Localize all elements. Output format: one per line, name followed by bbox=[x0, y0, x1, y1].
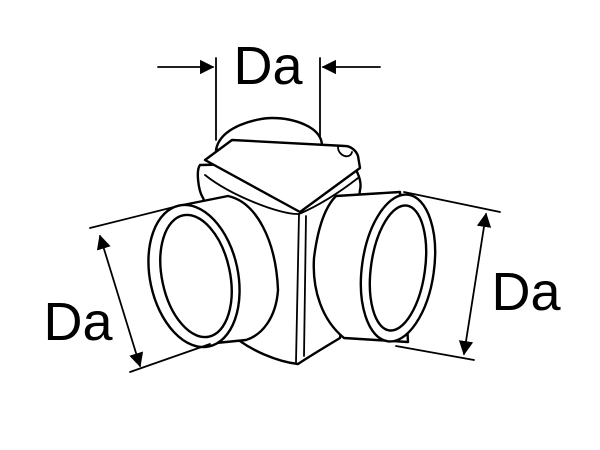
left-socket-rim-outer bbox=[147, 203, 241, 349]
left-face bbox=[204, 174, 300, 215]
right-dimension-arrow bbox=[458, 212, 492, 356]
top-notch bbox=[337, 146, 353, 158]
top-dimension: Da bbox=[157, 36, 381, 141]
left-socket bbox=[147, 194, 280, 349]
right-extension-bottom bbox=[395, 345, 475, 361]
right-dimension-label: Da bbox=[491, 262, 561, 322]
front-edge bbox=[295, 213, 300, 363]
left-extension-top bbox=[89, 205, 179, 229]
right-extension-top bbox=[403, 191, 501, 213]
left-socket-rim-inner bbox=[159, 213, 233, 339]
right-socket-rim-inner bbox=[368, 204, 428, 332]
top-dimension-label: Da bbox=[233, 36, 303, 96]
front-edge-shade bbox=[303, 215, 307, 357]
left-dimension: Da bbox=[43, 205, 211, 373]
housing-top bbox=[203, 138, 362, 214]
right-face bbox=[298, 177, 359, 215]
right-dimension: Da bbox=[395, 191, 561, 361]
left-dimension-label: Da bbox=[43, 292, 113, 352]
left-dimension-arrow bbox=[96, 234, 144, 368]
left-extension-bottom bbox=[129, 343, 211, 373]
right-socket bbox=[312, 190, 437, 344]
